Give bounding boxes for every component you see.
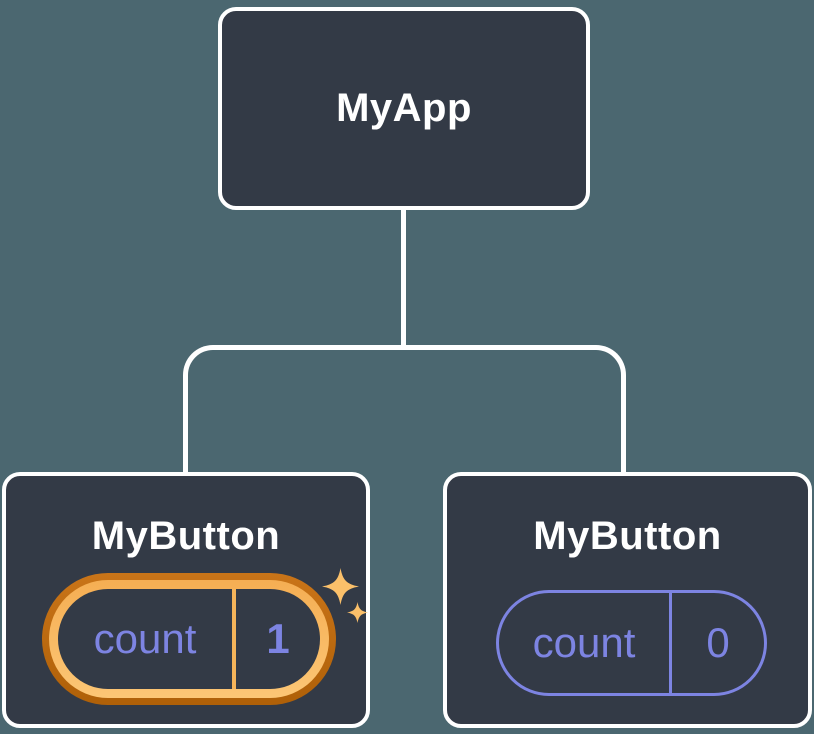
state-pill-highlighted: count 1 (42, 573, 336, 705)
connector-branch (183, 345, 626, 472)
root-node: MyApp (218, 7, 590, 210)
sparkle-icon-large (322, 568, 359, 605)
pill-divider (669, 593, 672, 693)
state-pill: count 0 (496, 590, 767, 696)
sparkle-icon-small (347, 602, 368, 623)
child-node-right-label: MyButton (533, 514, 722, 558)
state-label: count (93, 615, 197, 662)
pill-divider (232, 589, 236, 689)
child-node-left-label: MyButton (91, 514, 281, 558)
state-value: 0 (706, 619, 730, 666)
state-pill-highlight-ring: count 1 (49, 580, 329, 698)
connector-stem (401, 208, 406, 348)
child-node-left: MyButton count 1 (2, 472, 370, 728)
state-label: count (532, 619, 636, 666)
root-node-label: MyApp (336, 86, 472, 130)
state-value: 1 (266, 615, 290, 662)
child-node-right: MyButton count 0 (443, 472, 812, 728)
